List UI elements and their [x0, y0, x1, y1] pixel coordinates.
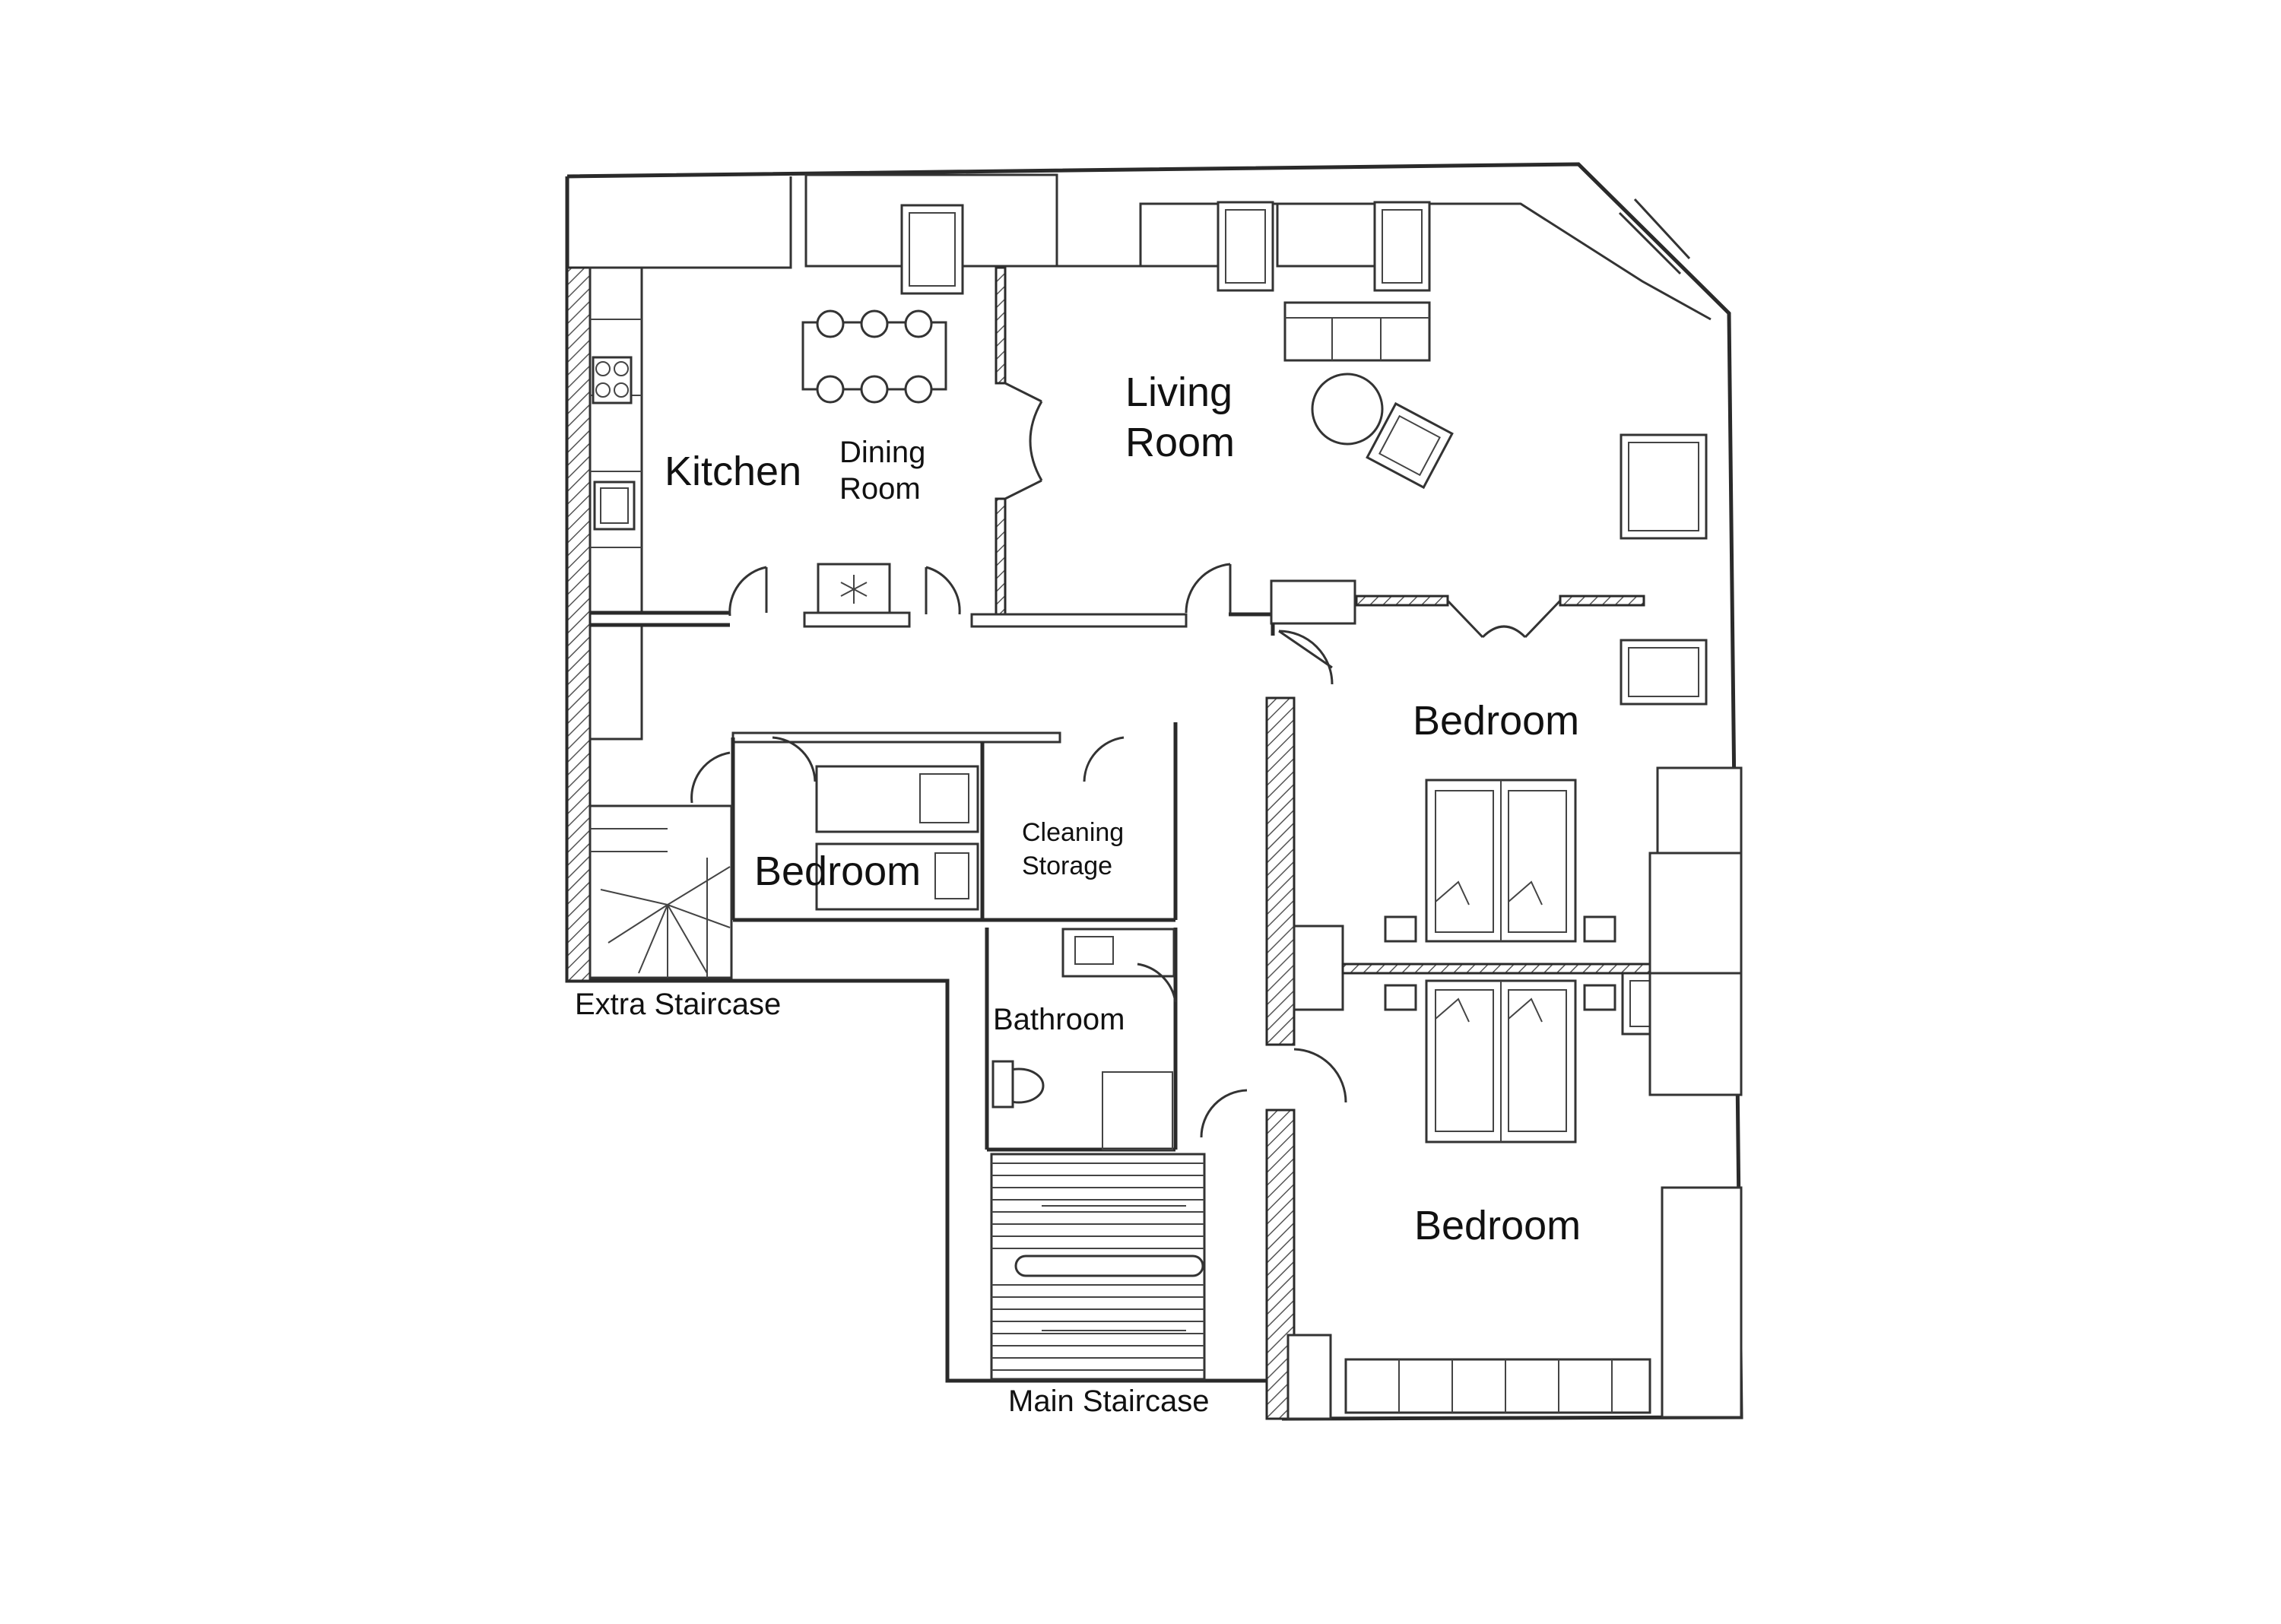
kitchen-counter: [588, 266, 643, 741]
label-dining-1: Dining: [839, 436, 925, 469]
windows: [900, 198, 1709, 1036]
door-swings: [728, 563, 1334, 685]
dining-table: [801, 309, 947, 404]
label-extra-staircase: Extra Staircase: [575, 988, 781, 1021]
room-labels: Kitchen Dining Room Living Room Bedroom …: [575, 370, 1581, 1418]
interior-walls: [590, 579, 1645, 639]
extra-staircase-drawing: [588, 804, 733, 979]
wardrobe-south: [1344, 1358, 1651, 1414]
small-rooms-walls: [690, 722, 1178, 1152]
living-furniture: [1283, 301, 1454, 490]
label-bedroom-small: Bedroom: [754, 848, 921, 894]
label-living-2: Room: [1125, 420, 1235, 465]
bunk-beds: [815, 765, 979, 911]
twin-beds-south: [1384, 979, 1616, 1143]
main-staircase-drawing: [990, 1153, 1206, 1381]
bathroom-fixtures: [991, 928, 1248, 1150]
label-kitchen: Kitchen: [665, 449, 801, 494]
twin-beds-east: [1384, 779, 1616, 943]
label-living-1: Living: [1125, 370, 1233, 415]
label-bedroom-east: Bedroom: [1413, 698, 1579, 744]
dining-living-partition: [995, 266, 1043, 623]
bedroom-east-walls: [1265, 696, 1743, 1420]
label-cleaning-1: Cleaning: [1022, 818, 1124, 847]
label-bedroom-south: Bedroom: [1414, 1203, 1581, 1248]
label-main-staircase: Main Staircase: [1008, 1385, 1210, 1418]
label-dining-2: Room: [839, 472, 921, 506]
label-cleaning-2: Storage: [1022, 852, 1112, 880]
label-bathroom: Bathroom: [993, 1003, 1125, 1036]
bedroom-south-door: [1293, 1048, 1347, 1103]
